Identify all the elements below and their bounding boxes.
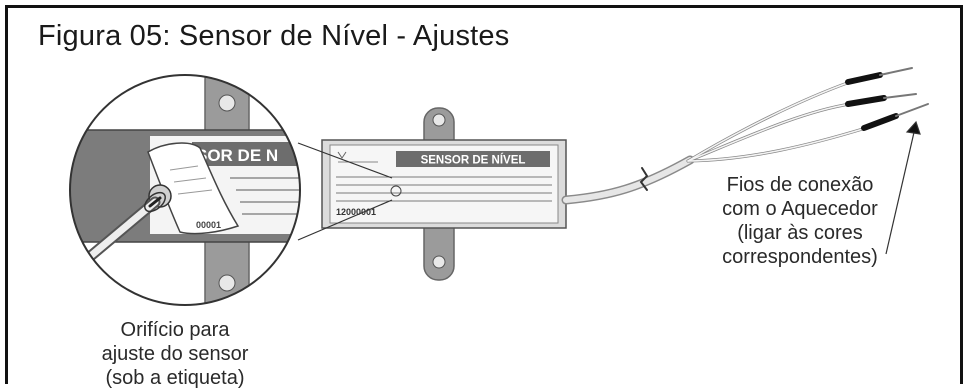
zoom-detail: SOR DE N 00001 bbox=[69, 74, 301, 306]
adjust-hole-caption-line: (sob a etiqueta) bbox=[105, 367, 245, 389]
zoom-label-heading: SOR DE N bbox=[196, 146, 278, 165]
sensor-label-heading: SENSOR DE NÍVEL bbox=[421, 154, 526, 167]
sensor-cable bbox=[561, 155, 695, 205]
adjust-hole-caption-line: Orifício para bbox=[120, 319, 230, 341]
wires-caption-line: com o Aquecedor bbox=[722, 198, 878, 220]
connection-wires bbox=[686, 80, 868, 163]
wires-leader bbox=[885, 120, 921, 255]
figure-frame bbox=[5, 5, 963, 384]
adjust-hole-caption: Orifício para ajuste do sensor (sob a et… bbox=[90, 318, 260, 390]
sensor-label-code: 12000001 bbox=[336, 207, 376, 217]
wires-caption: Fios de conexão com o Aquecedor (ligar à… bbox=[705, 173, 895, 269]
figure-title: Figura 05: Sensor de Nível - Ajustes bbox=[38, 20, 510, 52]
zoom-projection-lines bbox=[297, 142, 393, 241]
wire-terminals bbox=[845, 67, 929, 131]
wires-caption-line: Fios de conexão bbox=[726, 174, 874, 196]
zoom-label-code: 00001 bbox=[196, 220, 221, 230]
wires-caption-line: correspondentes) bbox=[722, 246, 878, 268]
wires-caption-line: (ligar às cores bbox=[737, 222, 863, 244]
adjust-hole-caption-line: ajuste do sensor bbox=[101, 343, 249, 365]
